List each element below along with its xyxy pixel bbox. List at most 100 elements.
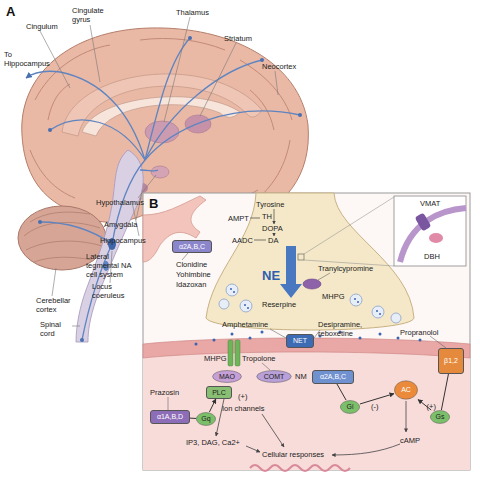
receptor-box: α2A,B,C	[312, 370, 354, 384]
signal-connector	[337, 384, 346, 400]
structure-label: Amygdala	[104, 220, 137, 229]
drug-label: Clonidine	[176, 260, 207, 269]
signal-arrows	[216, 399, 406, 455]
presynaptic-terminal	[206, 193, 414, 330]
drug-label: Tropolone	[242, 354, 276, 363]
drug-label: Desipramine, reboxetine	[318, 320, 398, 338]
node-text: PLC	[212, 389, 226, 397]
enzyme-ellipse: COMT	[256, 370, 292, 383]
node-text: Gi	[347, 403, 354, 411]
drug-leaders	[168, 253, 446, 410]
structure-label: Neocortex	[262, 62, 296, 71]
g-protein-circle: Gi	[340, 400, 360, 414]
signal-connector	[209, 399, 215, 412]
node-outline-shape	[196, 413, 215, 426]
structure-label: Cerebellar cortex	[36, 296, 80, 314]
molecule-label: DA	[268, 236, 278, 245]
transmitter-label: NE	[262, 268, 280, 283]
vesicle-membrane	[400, 208, 466, 262]
synapse-panel	[143, 193, 470, 471]
signal-connector	[418, 400, 431, 410]
hypothalamus	[151, 166, 169, 178]
node-text: α2A,B,C	[320, 373, 346, 381]
node-outline-shape	[430, 411, 449, 424]
protein-label: VMAT	[420, 199, 440, 208]
node-text: Gq	[201, 415, 210, 423]
enzyme-circle: AC	[394, 380, 418, 400]
receptor-box: α1A,B,D	[150, 410, 190, 424]
response-label: Cellular responses	[262, 450, 324, 459]
molecule-label: Tyrosine	[256, 200, 284, 209]
enzyme-label: AADC	[232, 236, 253, 245]
gyri	[30, 38, 292, 205]
metabolite-label: MHPG	[322, 292, 345, 301]
structure-label: Locus coeruleus	[92, 282, 140, 300]
postsynaptic-membrane	[143, 338, 470, 358]
drug-label: AMPT	[228, 214, 249, 223]
messenger-label: cAMP	[400, 436, 420, 445]
panel-letter: A	[6, 4, 15, 19]
sign-label: (-)	[371, 402, 379, 411]
channel-label: Ion channels	[222, 404, 265, 413]
node-text: MAO	[219, 373, 235, 381]
receptor-box: α2A,B,C	[172, 240, 212, 253]
molecule-label: DOPA	[262, 224, 283, 233]
signal-connector	[190, 418, 196, 419]
enzyme-protein	[429, 233, 443, 243]
node-text: Gs	[436, 413, 445, 421]
structure-label: Lateral tegmental NA cell system	[86, 252, 142, 279]
structure-label: Thalamus	[176, 8, 209, 17]
drug-label: Prazosin	[150, 388, 179, 397]
transporter-box: NET	[286, 334, 314, 348]
inset-leaders	[304, 197, 394, 266]
panel-letter: B	[149, 196, 158, 211]
sign-label: (+)	[238, 392, 247, 401]
drug-label: Yohimbine	[176, 270, 211, 279]
drug-label: Idazoxan	[176, 280, 206, 289]
node-outline-shape	[394, 381, 417, 399]
node-outline-shape	[340, 401, 359, 414]
drug-label: Propranolol	[400, 328, 438, 337]
structure-label: Cingulate gyrus	[72, 6, 112, 24]
drug-label: Tranylcypromine	[318, 264, 373, 273]
enzyme-label: TH	[262, 212, 272, 221]
signal-connector	[360, 394, 394, 404]
drug-label: Amphetamine	[222, 320, 268, 329]
vesicles	[219, 284, 401, 323]
sign-label: (+)	[427, 402, 436, 411]
protein-label: DBH	[424, 252, 440, 261]
inset-marker	[298, 254, 304, 260]
node-text: α2A,B,C	[179, 243, 205, 251]
mitochondrion	[303, 279, 321, 289]
ion-channel	[228, 340, 240, 366]
structure-label: Cingulum	[26, 22, 58, 31]
g-protein-circle: Gq	[196, 412, 216, 426]
node-text: AC	[401, 386, 411, 394]
g-protein-circle: Gs	[430, 410, 450, 424]
receptor-box: β1,2	[438, 348, 464, 374]
postsynaptic-cell	[143, 346, 470, 470]
transporter-protein	[415, 213, 432, 232]
drug-label: Reserpine	[262, 300, 296, 309]
node-text: NET	[293, 337, 307, 345]
metabolite-label: MHPG	[204, 354, 227, 363]
signal-connector	[441, 374, 448, 410]
structure-label: Hippocampus	[100, 236, 146, 245]
inset-frame	[394, 196, 466, 266]
node-text: α1A,B,D	[157, 413, 183, 421]
node-text: β1,2	[444, 357, 458, 365]
node-outline-shape	[257, 371, 292, 383]
structure-label: Striatum	[224, 34, 252, 43]
vesicle-contents	[230, 288, 381, 315]
structure-label: Spinal cord	[40, 320, 74, 338]
panel-frame	[143, 193, 470, 470]
node-text: COMT	[264, 373, 285, 381]
metabolite-label: NM	[295, 372, 307, 381]
nucleus-dna	[250, 465, 350, 471]
enzyme-ellipse: MAO	[212, 370, 242, 383]
messenger-label: IP3, DAG, Ca2+	[186, 438, 240, 447]
node-outline-shape	[213, 371, 242, 383]
enzyme-box: PLC	[206, 386, 232, 399]
